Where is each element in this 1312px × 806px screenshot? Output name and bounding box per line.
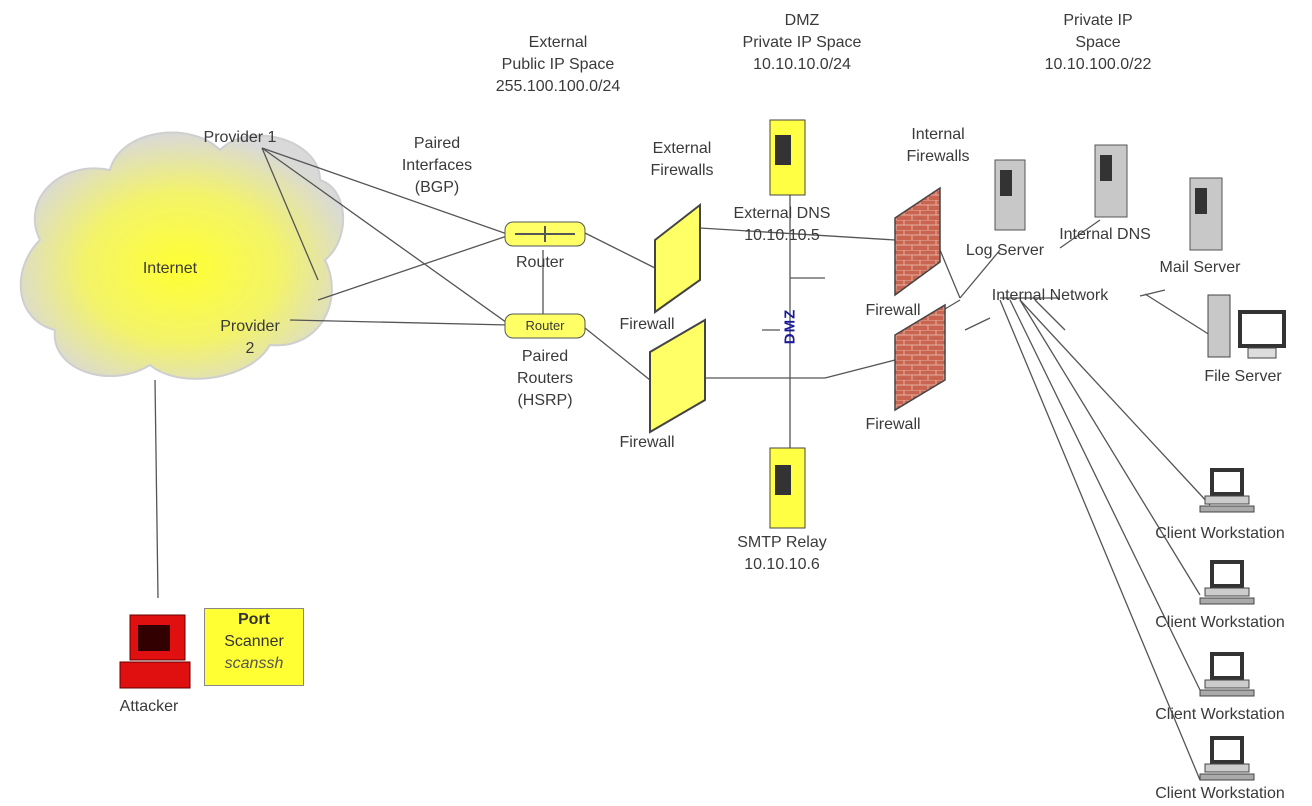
client-workstation-2-label: Client Workstation <box>1130 612 1310 634</box>
internal-dns-label: Internal DNS <box>1040 224 1170 246</box>
scanner-line3: scanssh <box>205 653 303 675</box>
client-workstation-3-label: Client Workstation <box>1130 704 1310 726</box>
internet-label: Internet <box>130 258 210 280</box>
port-scanner-box: Port Scanner scanssh <box>204 608 304 686</box>
file-server[interactable] <box>1208 295 1284 358</box>
file-server-label: File Server <box>1183 366 1303 388</box>
scanner-title: Port <box>205 609 303 631</box>
attacker-label: Attacker <box>104 696 194 718</box>
internal-network-label: Internal Network <box>965 285 1135 307</box>
smtp-relay-label: SMTP Relay 10.10.10.6 <box>712 532 852 576</box>
internet-cloud <box>21 133 343 379</box>
firewall-ext-top-label: Firewall <box>612 314 682 336</box>
scanner-line2: Scanner <box>205 631 303 653</box>
firewall-int-bottom-label: Firewall <box>858 414 928 436</box>
client-workstation-1-label: Client Workstation <box>1130 523 1310 545</box>
firewall-ext-bottom-label: Firewall <box>612 432 682 454</box>
mail-server[interactable] <box>1190 178 1222 250</box>
firewall-int-top-label: Firewall <box>858 300 928 322</box>
client-workstation-4[interactable] <box>1200 738 1254 780</box>
dmz-vertical-label: DMZ <box>781 309 798 345</box>
external-firewall-top[interactable] <box>655 205 700 312</box>
provider2-label: Provider 2 <box>215 316 285 360</box>
dmz-zone-label: DMZ Private IP Space 10.10.10.0/24 <box>722 10 882 76</box>
external-firewall-bottom[interactable] <box>650 320 705 432</box>
internal-firewall-top[interactable] <box>895 188 940 295</box>
external-dns-server[interactable] <box>770 120 805 195</box>
attacker-computer[interactable] <box>120 615 190 688</box>
router-label: Router <box>500 252 580 274</box>
internal-dns-server[interactable] <box>1095 145 1127 217</box>
external-zone-label: External Public IP Space 255.100.100.0/2… <box>478 32 638 98</box>
private-zone-label: Private IP Space 10.10.100.0/22 <box>1018 10 1178 76</box>
log-server[interactable] <box>995 160 1025 230</box>
paired-interfaces-label: Paired Interfaces (BGP) <box>382 133 492 199</box>
paired-routers-label: Paired Routers (HSRP) <box>500 346 590 412</box>
external-dns-label: External DNS 10.10.10.5 <box>712 203 852 247</box>
mail-server-label: Mail Server <box>1145 257 1255 279</box>
external-firewalls-label: External Firewalls <box>632 138 732 182</box>
smtp-relay-server[interactable] <box>770 448 805 528</box>
router-top[interactable] <box>505 222 585 246</box>
client-workstation-3[interactable] <box>1200 654 1254 696</box>
provider1-label: Provider 1 <box>185 127 295 149</box>
router-badge-label: Router <box>505 317 585 335</box>
client-workstation-1[interactable] <box>1200 470 1254 512</box>
client-workstation-4-label: Client Workstation <box>1130 783 1310 805</box>
client-workstation-2[interactable] <box>1200 562 1254 604</box>
internal-firewalls-label: Internal Firewalls <box>888 124 988 168</box>
